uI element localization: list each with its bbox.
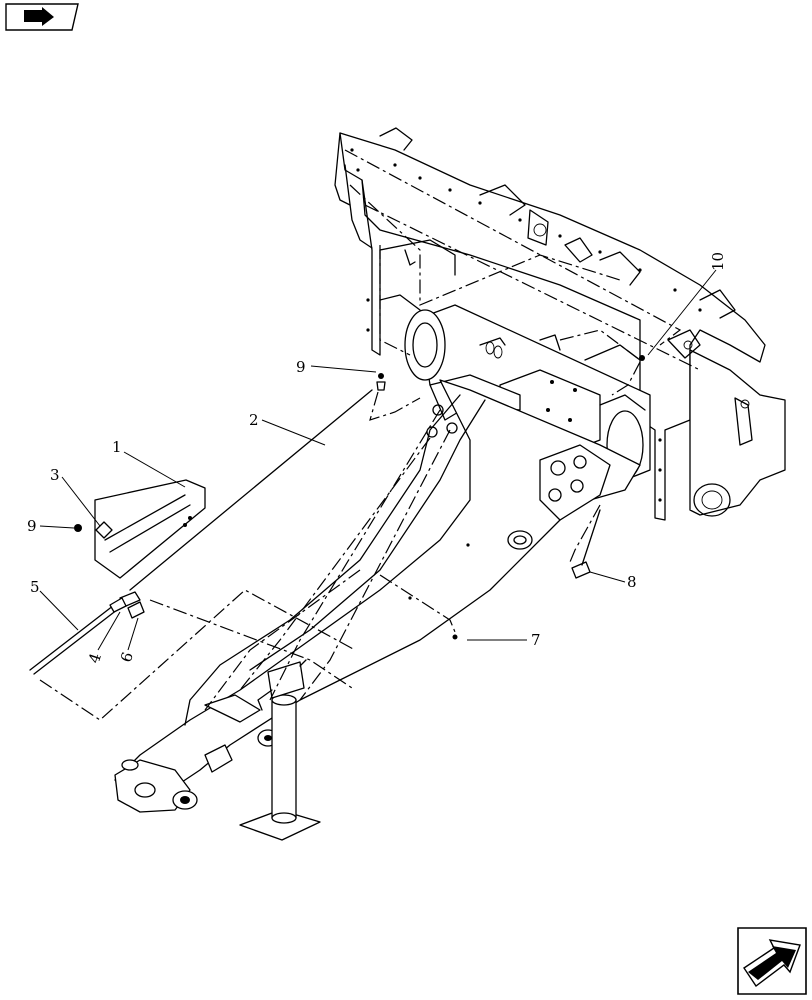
callout-2: 2 xyxy=(249,411,259,429)
callout-1: 1 xyxy=(112,438,122,456)
callout-9-top: 9 xyxy=(296,358,306,376)
callout-6: 6 xyxy=(117,650,137,665)
callout-7: 7 xyxy=(531,631,541,649)
callout-8: 8 xyxy=(627,573,637,591)
callout-3: 3 xyxy=(50,466,60,484)
shield xyxy=(94,479,206,579)
callout-10: 10 xyxy=(709,252,727,271)
next-page-arrow-icon[interactable] xyxy=(737,927,807,995)
callout-5: 5 xyxy=(30,578,40,596)
tongue xyxy=(114,379,641,813)
safety-chain-cable xyxy=(129,389,373,591)
callout-leaders xyxy=(39,269,717,651)
callout-4: 4 xyxy=(85,651,105,666)
assembly-lines xyxy=(39,149,701,721)
small-hardware xyxy=(29,355,645,675)
main-frame xyxy=(334,127,786,521)
jack-stand xyxy=(239,659,321,841)
callout-9-left: 9 xyxy=(27,517,37,535)
book-arrow-icon[interactable] xyxy=(5,3,79,31)
